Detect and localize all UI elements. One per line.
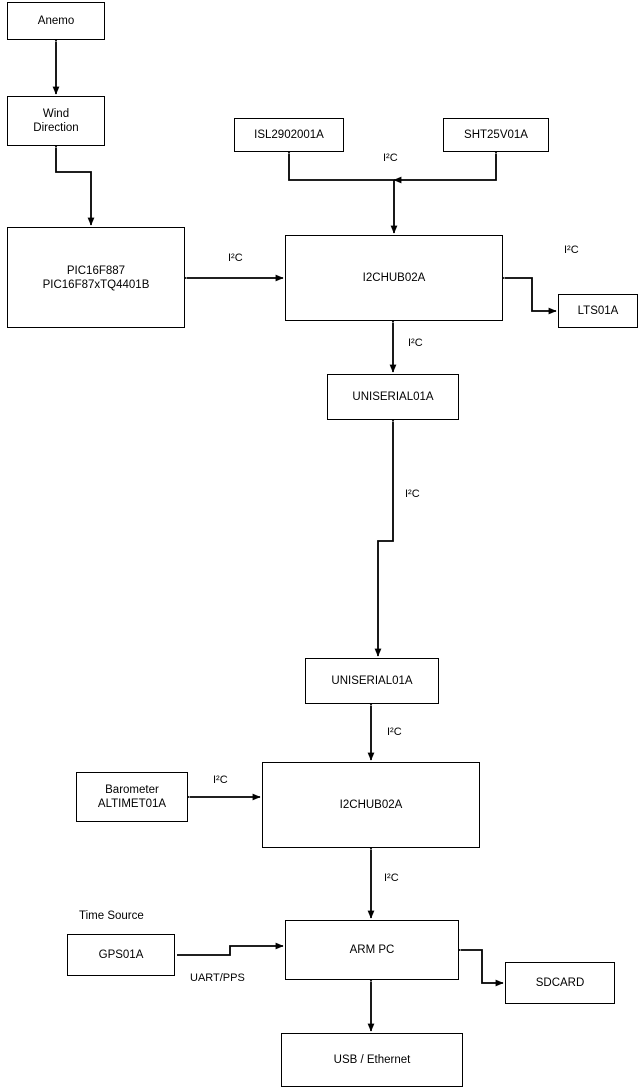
wire-sht-hub1 (393, 146, 500, 184)
edge-label-i2c-sensor-bus: I²C (383, 152, 398, 164)
node-arm-pc[interactable]: ARM PC (285, 920, 459, 980)
edge-label-i2c-barometer: I²C (213, 774, 228, 786)
node-isl2902001a[interactable]: ISL2902001A (234, 118, 344, 152)
edge-label-i2c-uniserial-hub: I²C (387, 726, 402, 738)
node-anemo[interactable]: Anemo (7, 2, 105, 40)
edge-label-i2c-hub-uniserial: I²C (408, 337, 423, 349)
node-gps01a[interactable]: GPS01A (67, 934, 175, 976)
wire-uniserial1-uniserial2 (374, 414, 397, 657)
node-wind-direction[interactable]: Wind Direction (7, 96, 105, 146)
label-time-source: Time Source (79, 910, 144, 922)
node-i2chub02a-upper[interactable]: I2CHUB02A (285, 235, 503, 321)
edge-label-i2c-hub-armpc: I²C (384, 872, 399, 884)
node-sht25v01a[interactable]: SHT25V01A (443, 118, 549, 152)
node-sdcard[interactable]: SDCARD (505, 962, 615, 1004)
edge-label-uart-pps: UART/PPS (190, 972, 245, 984)
edge-label-i2c-long-run: I²C (405, 488, 420, 500)
wire-isl-hub1 (285, 146, 398, 234)
edge-label-i2c-pic-hub: I²C (228, 252, 243, 264)
node-pic-mcu[interactable]: PIC16F887 PIC16F87xTQ4401B (7, 227, 185, 328)
node-i2chub02a-lower[interactable]: I2CHUB02A (262, 762, 480, 848)
wire-winddir-pic (52, 140, 95, 226)
node-barometer-altimet01a[interactable]: Barometer ALTIMET01A (76, 772, 188, 822)
wire-gps-armpc (177, 942, 284, 956)
node-usb-ethernet[interactable]: USB / Ethernet (281, 1033, 463, 1087)
node-lts01a[interactable]: LTS01A (558, 294, 638, 328)
edge-label-i2c-lts: I²C (564, 244, 579, 256)
wire-armpc-sdcard (453, 946, 504, 987)
node-uniserial01a-lower[interactable]: UNISERIAL01A (305, 658, 439, 704)
node-uniserial01a-upper[interactable]: UNISERIAL01A (327, 374, 459, 420)
wire-hub1-lts (497, 274, 557, 315)
